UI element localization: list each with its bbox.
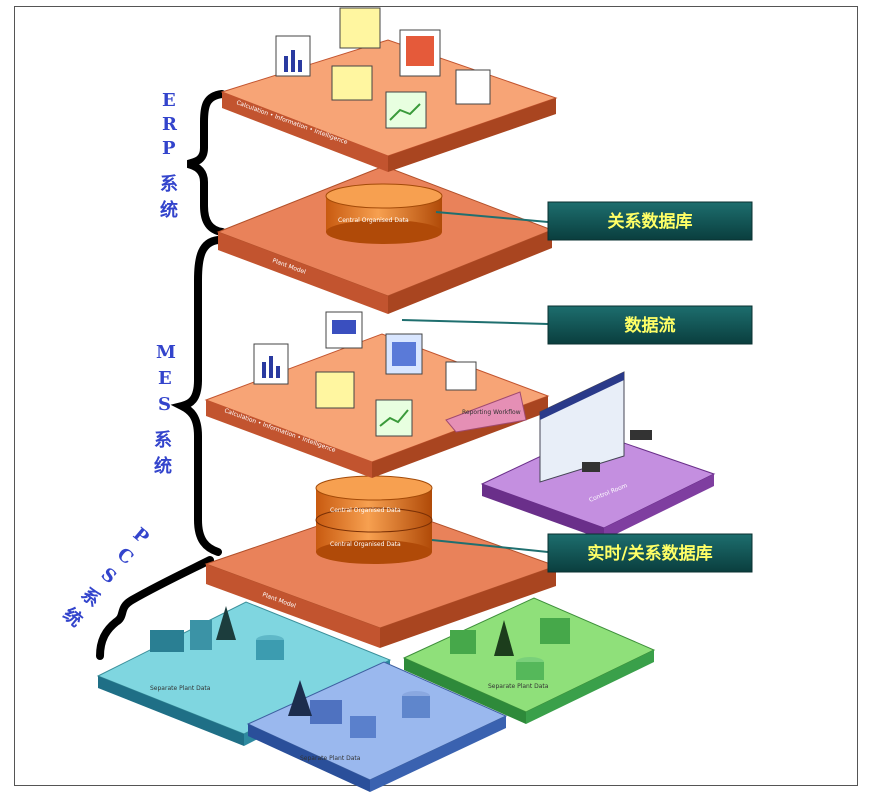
- erp-info-slab: Calculation • Information • Intelligence: [220, 7, 558, 172]
- plant-label: Separate Plant Data: [488, 683, 549, 690]
- erp-label: E R P 系 统: [160, 90, 178, 221]
- realtime-db-cylinder: Central Organised Data Central Organised…: [315, 475, 433, 564]
- callout-realtime-db: 实时/关系数据库: [547, 533, 753, 573]
- erp-char: E: [162, 90, 176, 111]
- cylinder-label: Central Organised Data: [338, 217, 409, 224]
- pcs-label: P C S 系 统: [59, 524, 153, 632]
- mes-char: M: [156, 342, 176, 363]
- pcs-brace: [96, 556, 214, 660]
- callout-relational-db-text: 关系数据库: [608, 211, 693, 232]
- callout-leaders: [401, 211, 549, 553]
- pcs-char: P: [129, 524, 153, 549]
- callout-data-flow-text: 数据流: [625, 315, 676, 336]
- erp-char: P: [162, 138, 176, 159]
- mes-label: M E S 系 统: [154, 342, 176, 477]
- plant-label: Separate Plant Data: [150, 685, 211, 692]
- cylinder-label: Central Organised Data: [330, 541, 401, 548]
- control-room: Control Room: [480, 371, 716, 540]
- mes-char: E: [158, 368, 172, 389]
- mes-char: 统: [154, 455, 172, 477]
- callout-relational-db: 关系数据库: [547, 201, 753, 241]
- mes-char: S: [158, 394, 171, 415]
- reporting-label: Reporting Workflow: [462, 409, 521, 416]
- callout-data-flow: 数据流: [547, 305, 753, 345]
- pcs-char: 统: [59, 603, 87, 631]
- erp-char: R: [162, 114, 178, 135]
- pcs-char: S: [97, 564, 120, 588]
- erp-char: 统: [160, 199, 178, 221]
- callout-realtime-db-text: 实时/关系数据库: [587, 543, 712, 564]
- plant-platform-blue: Separate Plant Data: [246, 661, 508, 792]
- pcs-char: C: [113, 544, 137, 569]
- cylinder-label: Central Organised Data: [330, 507, 401, 514]
- pcs-char: 系: [77, 584, 104, 612]
- data-flow-screens: [325, 311, 423, 375]
- relational-db-cylinder: Central Organised Data: [325, 183, 443, 244]
- erp-brace: [186, 90, 226, 236]
- mes-info-slab: Calculation • Information • Intelligence…: [204, 333, 550, 478]
- plant-platform-green: Separate Plant Data: [402, 597, 656, 724]
- mes-brace: [170, 236, 222, 556]
- plant-label: Separate Plant Data: [300, 755, 361, 762]
- erp-char: 系: [160, 174, 178, 195]
- mes-char: 系: [154, 430, 172, 451]
